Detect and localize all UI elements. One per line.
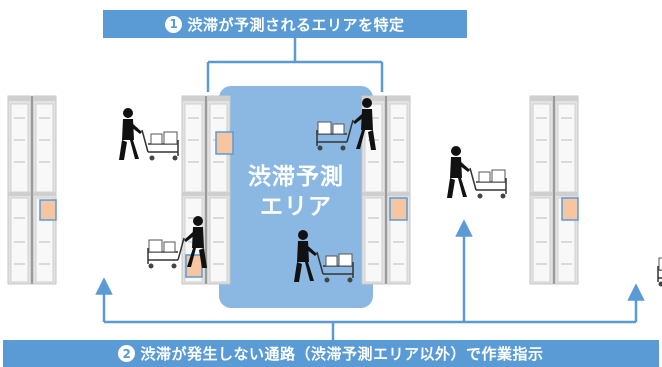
worker-with-cart-icon: [293, 229, 354, 284]
shelf-left: [8, 96, 56, 284]
step2-text: 渋滞が発生しない通路（渋滞予測エリア以外）で作業指示: [140, 345, 544, 363]
shelf-right: [530, 96, 578, 284]
step2-banner: 2 渋滞が発生しない通路（渋滞予測エリア以外）で作業指示: [3, 340, 659, 367]
worker-with-cart-icon: [657, 233, 662, 288]
highlighted-bin: [39, 199, 57, 221]
step1-text: 渋滞が予測されるエリアを特定: [187, 15, 405, 34]
step1-number-badge: 1: [165, 15, 183, 33]
zone-label-line2: エリア: [260, 194, 332, 220]
worker-with-cart-icon: [446, 145, 507, 200]
highlighted-bin: [215, 131, 234, 155]
highlighted-bin: [389, 197, 408, 221]
bottom-connector: [95, 219, 645, 340]
zone-label-line1: 渋滞予測: [248, 164, 344, 190]
worker-with-cart-icon: [118, 107, 179, 162]
step1-banner: 1 渋滞が予測されるエリアを特定: [103, 10, 467, 38]
highlighted-bin: [561, 197, 579, 221]
step2-number-badge: 2: [118, 345, 136, 362]
top-connector: [206, 38, 384, 92]
congestion-zone-label: 渋滞予測 エリア: [219, 162, 373, 222]
